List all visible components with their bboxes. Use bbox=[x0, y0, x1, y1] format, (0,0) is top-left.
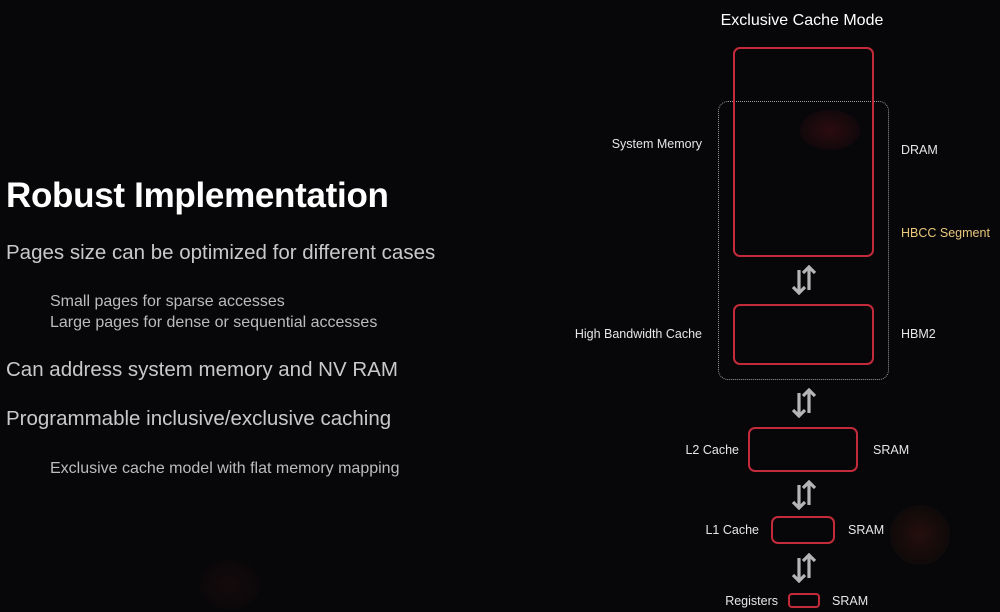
label-registers: Registers bbox=[725, 594, 778, 608]
bullet-programmable-caching: Programmable inclusive/exclusive caching bbox=[6, 407, 392, 430]
bidirectional-arrows-icon bbox=[791, 480, 817, 510]
bidirectional-arrows-icon bbox=[791, 388, 817, 418]
label-l2-cache: L2 Cache bbox=[685, 443, 739, 457]
slide-title: Robust Implementation bbox=[6, 176, 389, 215]
background-glow bbox=[200, 560, 260, 610]
label-l1-sram: SRAM bbox=[848, 523, 885, 537]
background-glow bbox=[890, 505, 950, 565]
label-hbm2: HBM2 bbox=[901, 327, 936, 341]
label-system-memory: System Memory bbox=[611, 137, 702, 151]
label-registers-sram: SRAM bbox=[832, 594, 869, 608]
label-hbcc-segment: HBCC Segment bbox=[901, 226, 990, 240]
bullet-address-memory: Can address system memory and NV RAM bbox=[6, 358, 398, 381]
diagram-title: Exclusive Cache Mode bbox=[720, 12, 884, 29]
label-l1-cache: L1 Cache bbox=[705, 523, 759, 537]
bidirectional-arrows-icon bbox=[791, 553, 817, 583]
label-l2-sram: SRAM bbox=[873, 443, 910, 457]
bullet-page-size: Pages size can be optimized for differen… bbox=[6, 241, 436, 264]
bidirectional-arrows-icon bbox=[791, 265, 817, 295]
label-high-bandwidth-cache: High Bandwidth Cache bbox=[574, 327, 702, 341]
registers-box bbox=[788, 593, 820, 608]
l2-cache-box bbox=[748, 427, 858, 472]
sub-bullet-small-pages: Small pages for sparse accesses bbox=[50, 293, 285, 310]
label-dram: DRAM bbox=[901, 143, 938, 157]
l1-cache-box bbox=[771, 516, 835, 544]
system-memory-box bbox=[733, 47, 874, 257]
high-bandwidth-cache-box bbox=[733, 304, 874, 365]
sub-bullet-exclusive-cache: Exclusive cache model with flat memory m… bbox=[50, 460, 400, 477]
sub-bullet-large-pages: Large pages for dense or sequential acce… bbox=[50, 314, 378, 331]
hbcc-dotted-outline bbox=[718, 101, 889, 380]
